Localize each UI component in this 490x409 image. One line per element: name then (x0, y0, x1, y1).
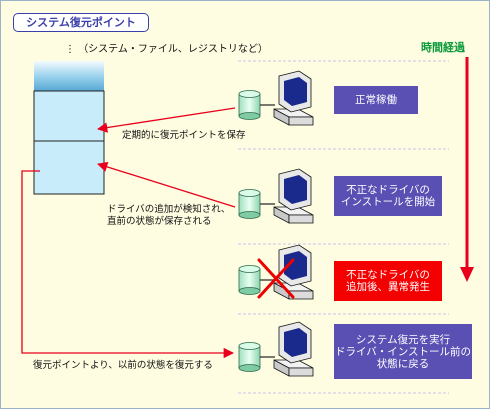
status-restored-line3: 状態に戻る (376, 357, 430, 370)
computer-icon (273, 321, 314, 377)
connector-arrows (21, 107, 236, 359)
error-cross-icon (257, 258, 295, 299)
subtitle-note: ⋮ （システム・ファイル、レジストリなど） (65, 40, 268, 55)
database-icon (238, 90, 261, 120)
status-box-error: 不正なドライバの 追加後、異常発生 (334, 261, 442, 301)
status-box-restored: システム復元を実行 ドライバ・インストール前の 状態に戻る (334, 324, 472, 379)
status-error-line2: 追加後、異常発生 (346, 281, 430, 293)
database-icon (238, 265, 261, 295)
database-icon (238, 342, 261, 372)
caption-driver-detected: ドライバの追加が検知され、 直前の状態が保存される (107, 204, 230, 228)
workstation-error (238, 244, 314, 300)
status-install-line2: インストールを開始 (340, 196, 436, 208)
status-box-install: 不正なドライバの インストールを開始 (334, 176, 442, 216)
diagram-title: システム復元ポイント (13, 13, 149, 32)
status-error-line1: 不正なドライバの (346, 269, 430, 281)
subtitle-text: （システム・ファイル、レジストリなど） (78, 44, 268, 55)
timeline-label: 時間経過 (421, 41, 465, 54)
status-install-line1: 不正なドライバの (346, 184, 430, 196)
caption-restore-from-point: 復元ポイントより、以前の状態を復元する (33, 360, 213, 371)
workstation-restored (238, 321, 314, 377)
stage-separators (238, 60, 449, 394)
workstation-normal (238, 70, 314, 126)
status-box-normal: 正常稼働 (334, 86, 418, 114)
caption-save-periodically: 定期的に復元ポイントを保存 (122, 130, 246, 141)
computer-icon (273, 244, 314, 300)
workstation-install (238, 168, 314, 224)
database-icon (238, 189, 261, 219)
status-normal-line1: 正常稼働 (355, 94, 397, 106)
status-restored-line1: システム復元を実行 (355, 333, 451, 346)
status-restored-line2: ドライバ・インストール前の (334, 345, 472, 358)
caption-driver-detected-line1: ドライバの追加が検知され、 (107, 204, 231, 215)
caption-driver-detected-line2: 直前の状態が保存される (107, 216, 212, 227)
computer-icon (273, 168, 314, 224)
ellipsis-marker: ⋮ (65, 44, 75, 55)
computer-icon (273, 70, 314, 126)
restore-point-stack (33, 61, 105, 195)
timeline-arrow (460, 57, 474, 282)
